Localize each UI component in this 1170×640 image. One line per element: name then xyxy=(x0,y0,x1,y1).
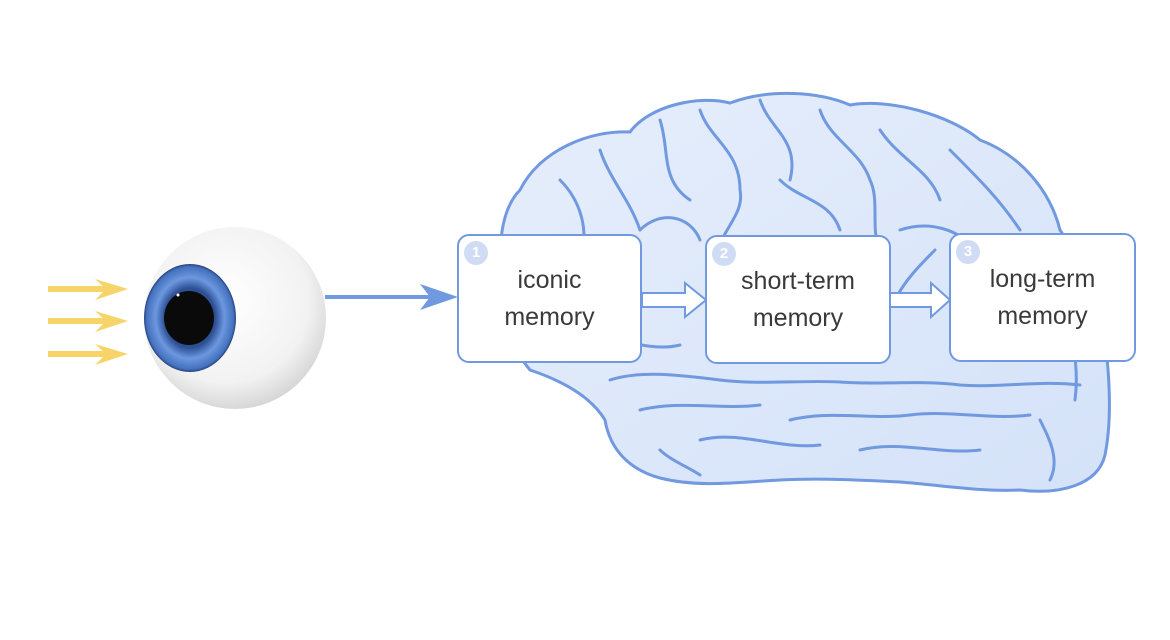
stage-long-term-memory: 3 long-term memory xyxy=(949,233,1136,362)
eye-icon xyxy=(144,227,326,409)
stage-number-badge: 3 xyxy=(956,240,980,264)
stage-label: iconic memory xyxy=(504,265,595,331)
short-term-to-long-term-arrow xyxy=(889,280,952,320)
light-ray-arrow-icon xyxy=(48,344,128,365)
stage-number-badge: 1 xyxy=(464,241,488,265)
light-rays xyxy=(48,279,128,365)
light-ray-arrow-icon xyxy=(48,311,128,332)
eye-to-iconic-arrow xyxy=(325,284,458,310)
stage-iconic-memory: 1 iconic memory xyxy=(457,234,642,363)
stage-number-badge: 2 xyxy=(712,242,736,266)
iconic-to-short-term-arrow xyxy=(641,280,708,320)
stage-label: long-term memory xyxy=(989,264,1096,330)
light-ray-arrow-icon xyxy=(48,279,128,300)
stage-short-term-memory: 2 short-term memory xyxy=(705,235,891,364)
stage-label: short-term memory xyxy=(741,266,855,332)
